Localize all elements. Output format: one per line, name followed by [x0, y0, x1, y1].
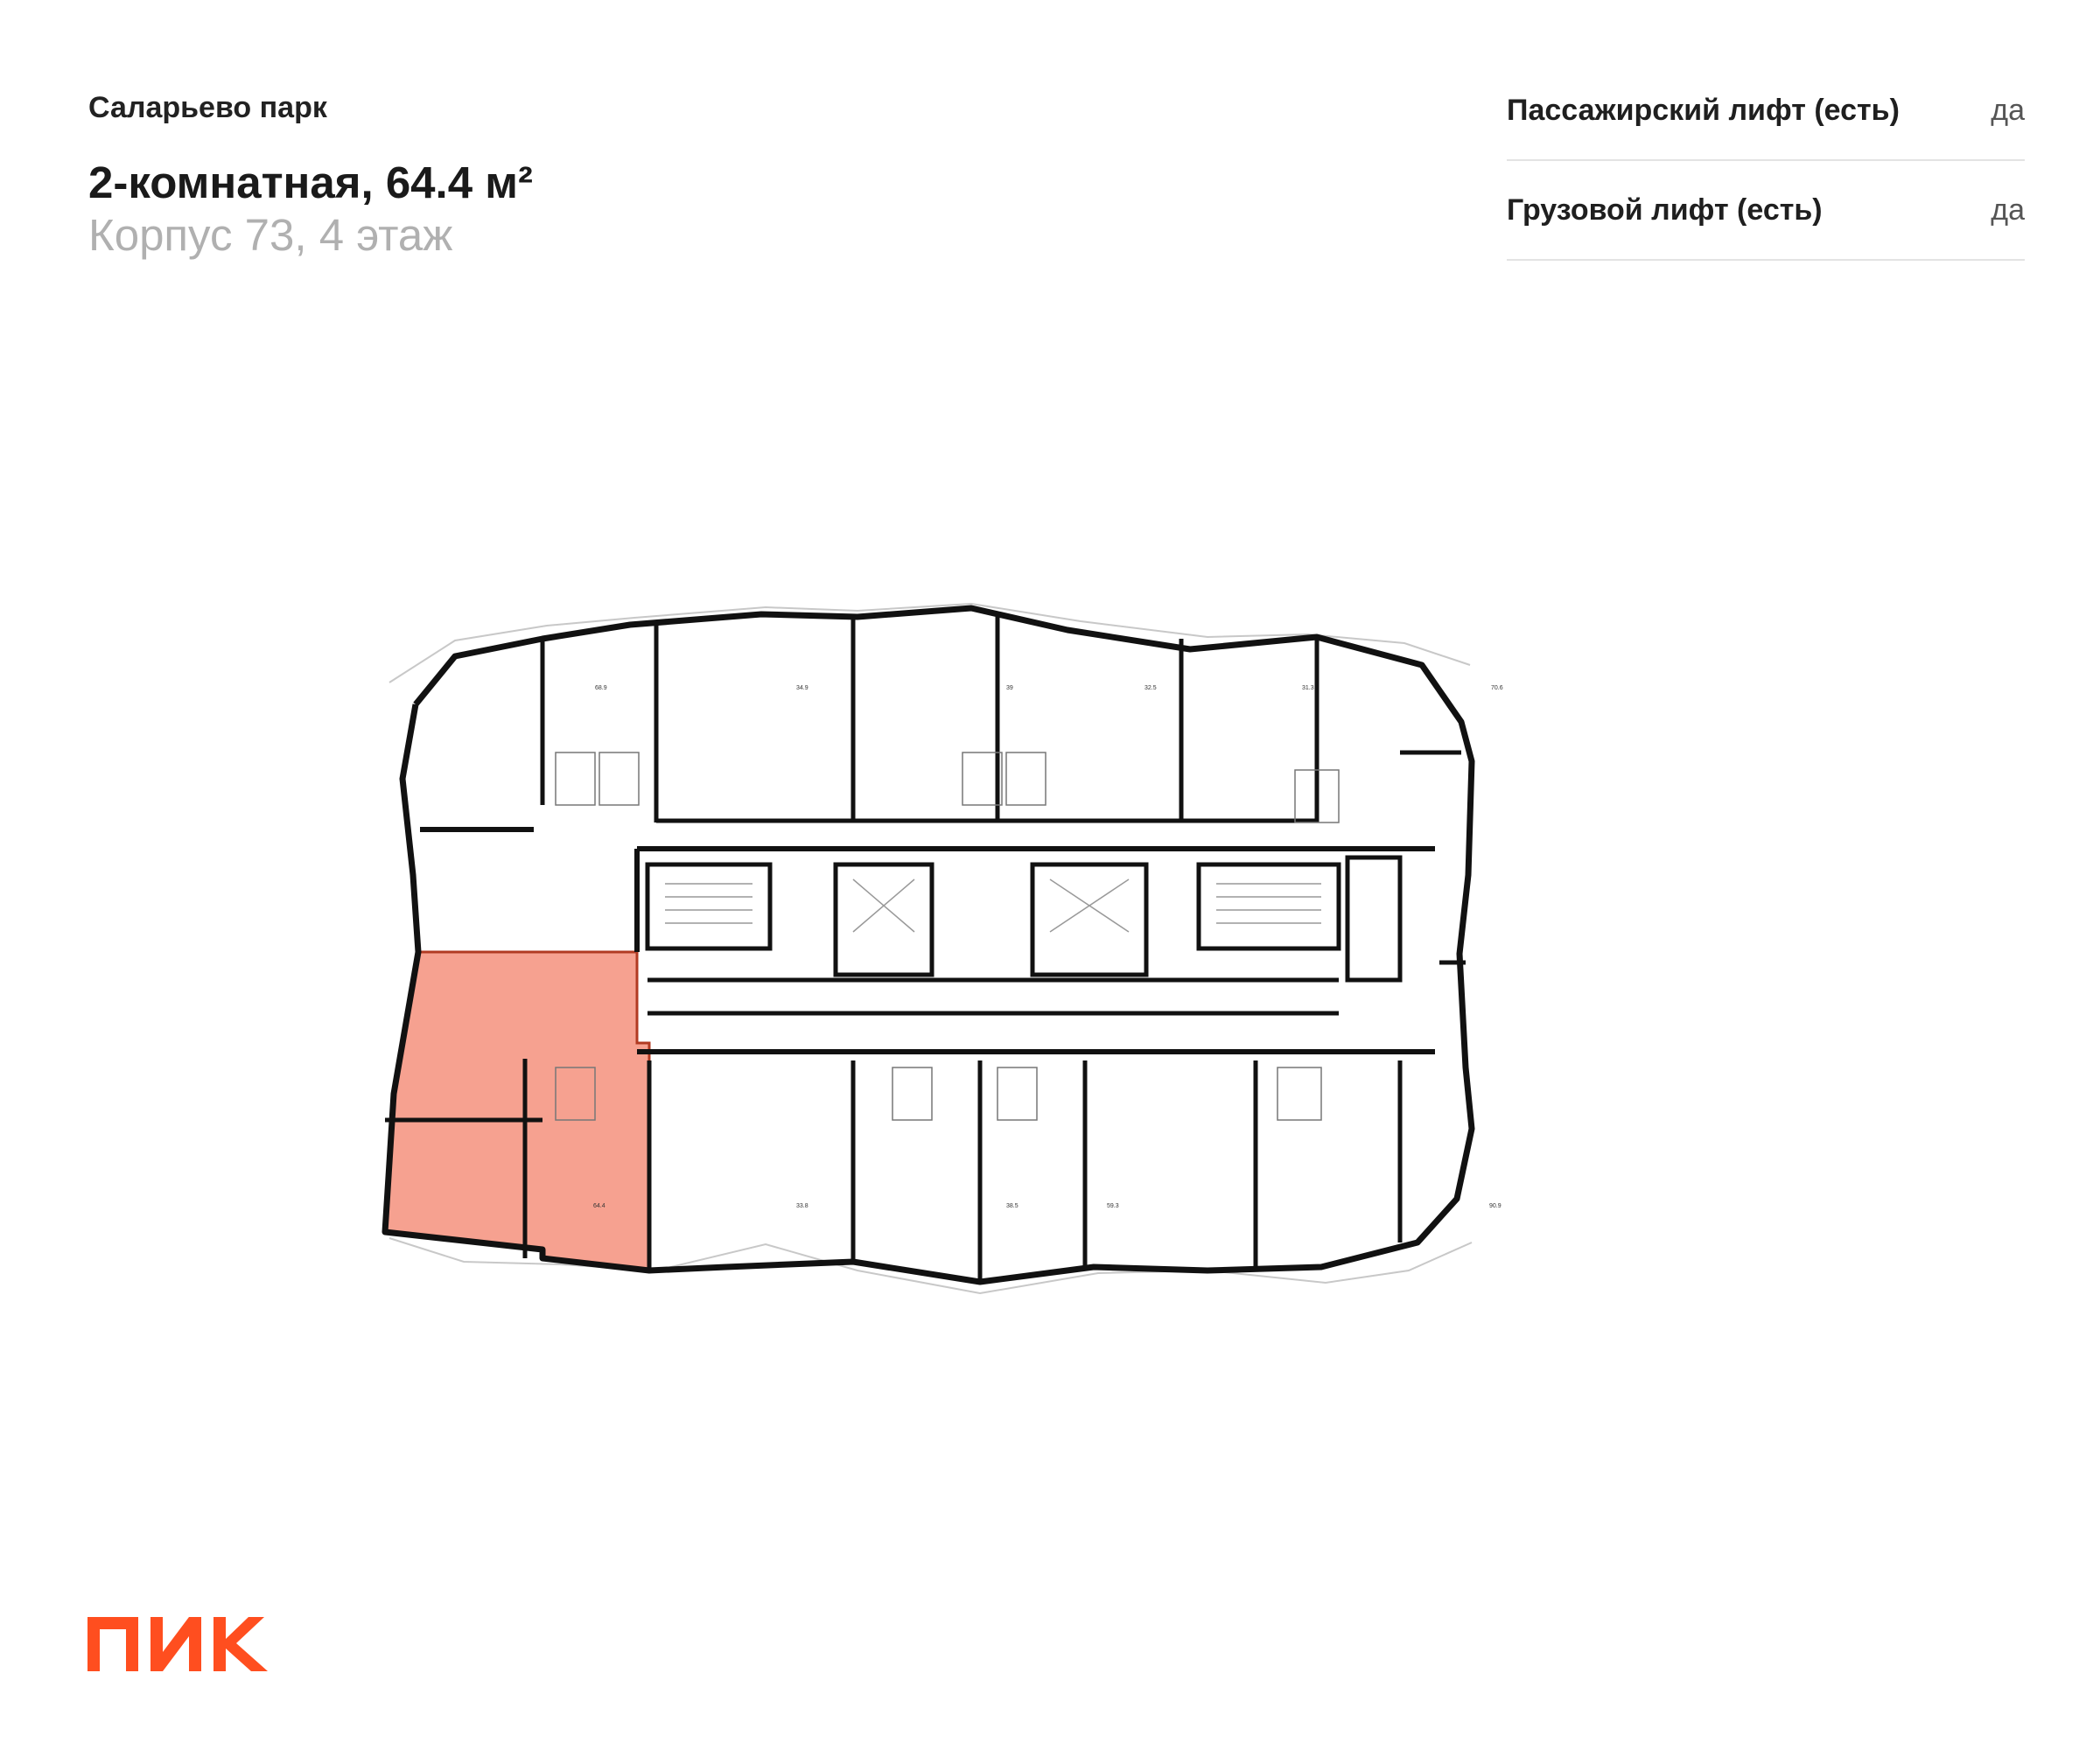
apartment-title: 2-комнатная, 64.4 м²	[88, 158, 533, 207]
exterior-walls	[382, 605, 1475, 1285]
unit-area-label: 38.5	[1006, 1203, 1018, 1209]
bottom-partitions	[385, 960, 1466, 1282]
features-list: Пассажирский лифт (есть) да Грузовой лиф…	[1507, 61, 2025, 261]
unit-area-label-selected: 64.4	[593, 1203, 606, 1209]
unit-area-label: 70.6	[1491, 685, 1503, 691]
unit-area-label: 90.9	[1489, 1203, 1502, 1209]
bathroom-fixtures	[555, 752, 1340, 1121]
unit-area-label: 34.9	[796, 685, 808, 691]
unit-area-label: 31.3	[1302, 685, 1314, 691]
unit-area-label: 33.8	[796, 1203, 808, 1209]
unit-area-label: 32.5	[1144, 685, 1157, 691]
unit-area-label: 59.3	[1107, 1203, 1119, 1209]
pik-logo-mark	[88, 1617, 268, 1671]
stair-treads	[665, 878, 1321, 933]
unit-area-label: 39	[1006, 685, 1013, 691]
building-core	[645, 855, 1403, 1016]
building-floor: Корпус 73, 4 этаж	[88, 210, 453, 260]
floor-plan-drawing: 68.9 34.9 39 32.5 31.3 70.6 64.4 33.8 38…	[382, 602, 1503, 1295]
page-header: Саларьево парк 2-комнатная, 64.4 м² Корп…	[88, 91, 533, 262]
floor-plan: 68.9 34.9 39 32.5 31.3 70.6 64.4 33.8 38…	[368, 595, 1750, 1330]
feature-value: да	[1991, 192, 2025, 227]
feature-name: Пассажирский лифт (есть)	[1507, 93, 1900, 127]
project-name: Саларьево парк	[88, 91, 327, 124]
feature-value: да	[1991, 93, 2025, 127]
unit-area-label: 68.9	[595, 685, 607, 691]
selected-apartment-highlight[interactable]	[383, 950, 651, 1272]
feature-name: Грузовой лифт (есть)	[1507, 192, 1823, 227]
corridor-walls	[420, 827, 1435, 1054]
pik-logo	[88, 1617, 271, 1677]
top-partitions	[540, 614, 1461, 823]
feature-passenger-lift: Пассажирский лифт (есть) да	[1507, 61, 2025, 161]
feature-freight-lift: Грузовой лифт (есть) да	[1507, 161, 2025, 261]
